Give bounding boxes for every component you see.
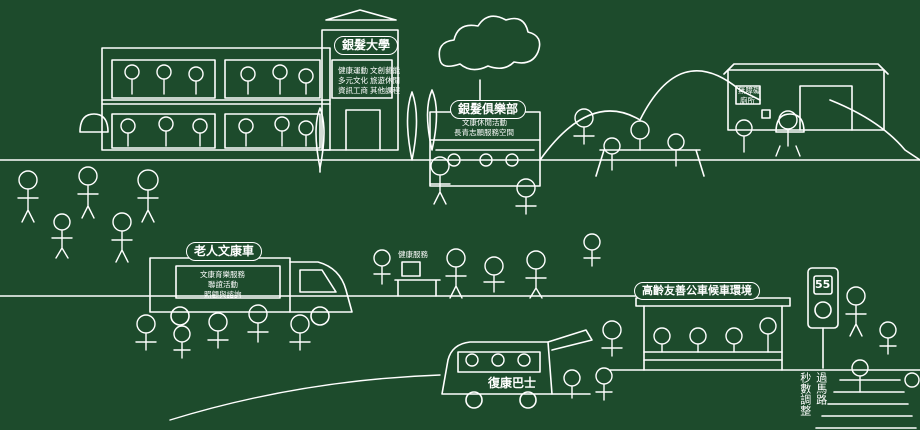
bus-stop-shelter xyxy=(609,297,920,371)
person xyxy=(447,153,519,167)
health-service-label: 健康服務 xyxy=(398,250,428,259)
person xyxy=(274,116,290,147)
person xyxy=(601,320,623,357)
person xyxy=(563,369,581,399)
crossing-label: 過馬路 xyxy=(814,372,828,405)
person xyxy=(137,169,159,223)
person xyxy=(603,137,621,171)
course-label: 文創藝能 xyxy=(370,66,400,75)
person xyxy=(689,327,707,353)
truck-service-label: 聯誼活動 xyxy=(208,280,238,289)
person xyxy=(238,118,254,147)
person xyxy=(120,118,136,147)
lower-curve-line xyxy=(169,374,441,421)
signal-seconds: 55 xyxy=(815,278,831,291)
person xyxy=(298,68,314,95)
person xyxy=(373,249,391,285)
person xyxy=(595,367,613,401)
person xyxy=(429,156,451,205)
person xyxy=(240,66,256,95)
person xyxy=(525,250,547,299)
person xyxy=(51,213,73,259)
club-sign: 銀髮俱樂部 xyxy=(450,100,527,119)
course-label: 旅遊休閒 xyxy=(370,76,400,85)
club-service-label: 長青志願服務空間 xyxy=(454,128,514,137)
person xyxy=(188,66,204,95)
person xyxy=(111,212,133,263)
picnic-table xyxy=(595,149,705,177)
health-desk xyxy=(394,261,441,297)
person xyxy=(77,166,99,219)
bus-stop-sign: 高齡友善公車候車環境 xyxy=(634,282,760,300)
person xyxy=(247,304,269,343)
truck-service-label: 照顧與諮詢 xyxy=(204,290,242,299)
person xyxy=(173,325,191,359)
person xyxy=(653,327,671,353)
minibus-label: 復康巴士 xyxy=(488,376,537,390)
crosswalk xyxy=(815,379,917,429)
hills xyxy=(539,69,920,161)
toilet-building xyxy=(723,63,889,131)
person xyxy=(904,372,920,388)
course-label: 健康運動 xyxy=(338,66,368,75)
person xyxy=(735,119,753,153)
person xyxy=(667,133,685,167)
course-label: 多元文化 xyxy=(338,76,368,85)
person xyxy=(17,170,39,223)
people xyxy=(17,64,920,401)
person xyxy=(573,108,595,145)
person xyxy=(583,233,601,267)
course-label: 其他課程 xyxy=(370,86,400,95)
person xyxy=(135,314,157,351)
university-sign: 銀髮大學 xyxy=(334,36,399,55)
person xyxy=(465,353,531,367)
person xyxy=(879,321,897,355)
person xyxy=(775,110,801,157)
person xyxy=(851,359,869,393)
traffic-signal xyxy=(807,267,839,369)
person xyxy=(207,312,229,349)
person xyxy=(289,314,311,351)
person xyxy=(192,118,208,147)
crossing-label: 秒數調整 xyxy=(798,372,812,416)
person xyxy=(445,248,467,299)
person xyxy=(725,327,743,353)
person xyxy=(124,64,140,95)
person xyxy=(156,64,172,95)
person xyxy=(759,317,777,353)
bush-left xyxy=(79,113,109,133)
person xyxy=(515,178,537,215)
club-service-label: 文康休閒活動 xyxy=(462,118,507,127)
person xyxy=(630,120,650,151)
minibus xyxy=(441,329,593,409)
course-label: 資訊工商 xyxy=(338,86,368,95)
toilet-label: 無障礙 xyxy=(738,86,761,95)
person xyxy=(272,64,288,95)
person xyxy=(298,120,314,147)
truck-service-label: 文康育樂服務 xyxy=(200,270,245,279)
toilet-label: 廁所 xyxy=(740,96,755,105)
person xyxy=(845,286,867,337)
truck xyxy=(149,257,353,326)
person xyxy=(158,116,174,147)
person xyxy=(483,256,505,293)
truck-sign: 老人文康車 xyxy=(186,242,263,261)
university-building xyxy=(101,9,399,151)
